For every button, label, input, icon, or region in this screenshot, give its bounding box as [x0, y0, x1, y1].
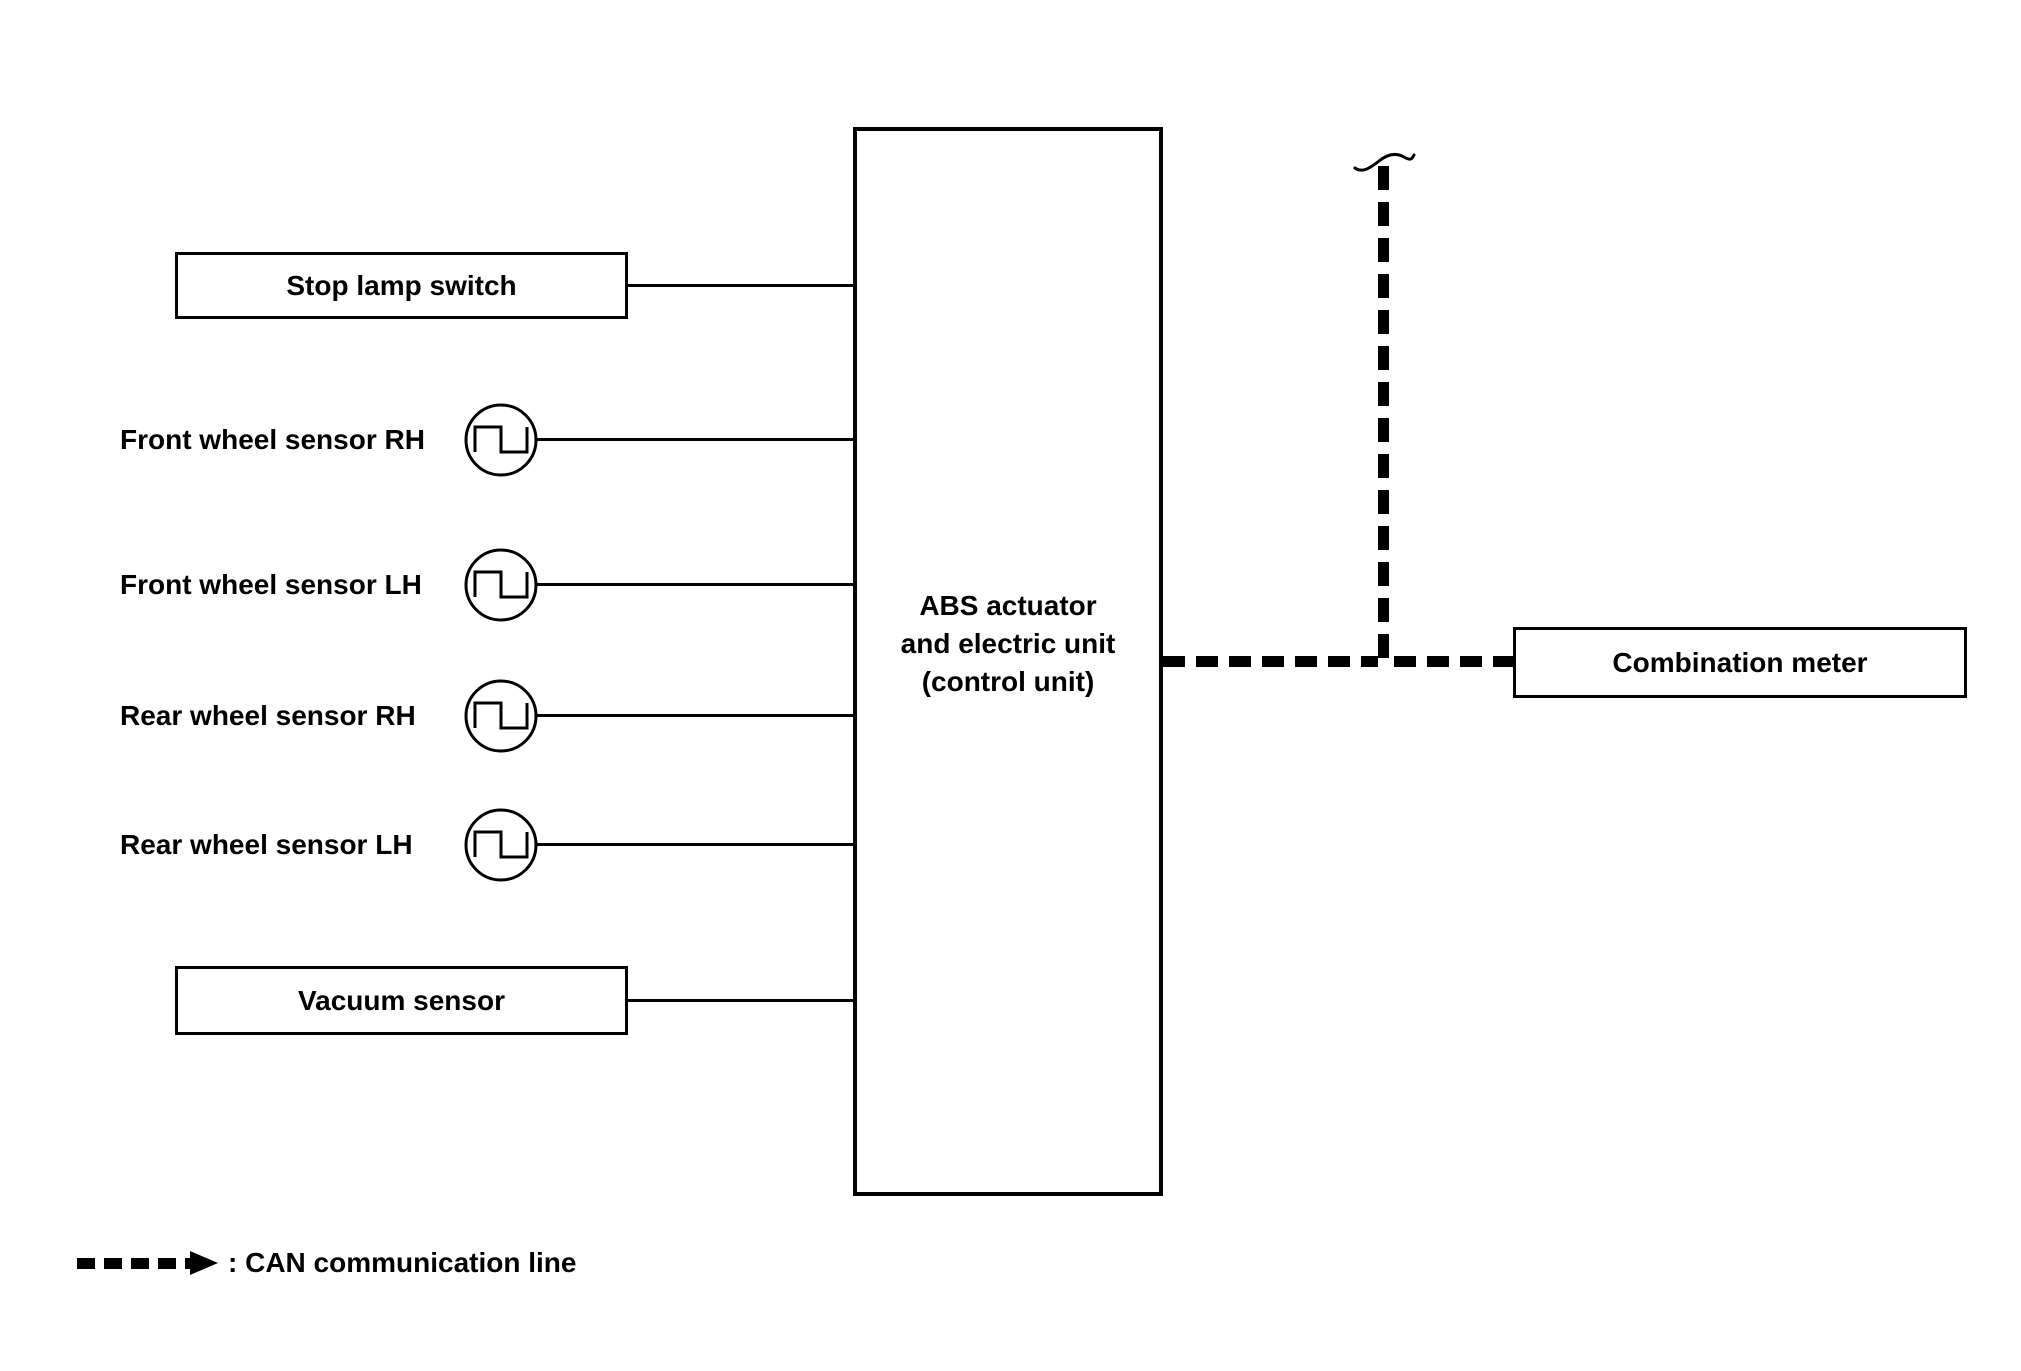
can-line-vertical	[1378, 166, 1389, 667]
front-wheel-sensor-rh-wire	[536, 438, 853, 441]
stop-lamp-switch-wire	[628, 284, 853, 287]
front-wheel-sensor-lh-wire	[536, 583, 853, 586]
vacuum-sensor-box: Vacuum sensor	[175, 966, 628, 1035]
can-line-horizontal	[1163, 656, 1513, 667]
can-dashed-arrow	[77, 1258, 192, 1269]
vacuum-sensor-label: Vacuum sensor	[298, 984, 505, 1016]
combination-meter-label: Combination meter	[1612, 646, 1868, 678]
legend-can-line-label: : CAN communication line	[228, 1247, 577, 1278]
front-wheel-sensor-rh-label: Front wheel sensor RH	[120, 424, 425, 455]
stop-lamp-switch-box: Stop lamp switch	[175, 252, 628, 319]
abs-actuator-unit-label-line1: ABS actuator	[919, 590, 1097, 621]
abs-actuator-unit-label-line2: and electric unit	[900, 628, 1116, 659]
line-break-mark	[1353, 152, 1416, 172]
rear-wheel-sensor-lh-label: Rear wheel sensor LH	[120, 829, 413, 860]
abs-actuator-unit-label-line3: (control unit)	[921, 666, 1095, 697]
square-wave-icon	[464, 679, 538, 753]
square-wave-icon	[464, 403, 538, 477]
stop-lamp-switch-label: Stop lamp switch	[286, 269, 517, 301]
abs-actuator-unit-label: ABS actuator and electric unit (control …	[853, 587, 1163, 701]
square-wave-icon	[464, 548, 538, 622]
vacuum-sensor-wire	[628, 999, 853, 1002]
abs-actuator-unit-box	[853, 127, 1163, 1196]
combination-meter-box: Combination meter	[1513, 627, 1967, 698]
can-arrowhead-icon	[190, 1251, 218, 1275]
rear-wheel-sensor-rh-label: Rear wheel sensor RH	[120, 700, 416, 731]
rear-wheel-sensor-lh-wire	[536, 843, 853, 846]
front-wheel-sensor-lh-label: Front wheel sensor LH	[120, 569, 422, 600]
rear-wheel-sensor-rh-wire	[536, 714, 853, 717]
square-wave-icon	[464, 808, 538, 882]
